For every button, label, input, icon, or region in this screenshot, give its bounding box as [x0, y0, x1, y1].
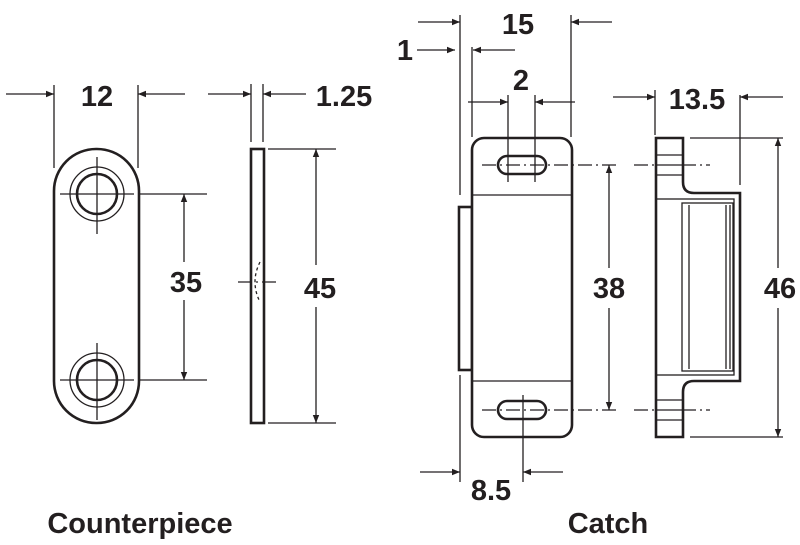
dimension-35: 35: [140, 193, 211, 381]
dimension-8.5: 8.5: [420, 375, 563, 507]
counterpiece-caption: Counterpiece: [47, 508, 232, 540]
dimension-38: 38: [593, 165, 625, 410]
catch-front-view: [457, 136, 710, 439]
dim-label-13.5: 13.5: [669, 84, 725, 116]
catch-side-view: [654, 136, 742, 439]
dimension-1: 1: [397, 35, 515, 137]
dim-label-2: 2: [513, 65, 529, 97]
dimension-45: 45: [268, 148, 336, 424]
counterpiece-front-view: [52, 147, 141, 425]
dimension-2: 2: [468, 65, 575, 182]
dim-label-8.5: 8.5: [471, 475, 511, 507]
dim-label-35: 35: [170, 267, 202, 299]
dim-label-46: 46: [764, 273, 796, 305]
dim-label-45: 45: [304, 273, 336, 305]
counterpiece-side-view: [238, 147, 277, 425]
dim-label-15: 15: [502, 9, 534, 41]
dimension-15: 15: [418, 9, 612, 195]
dim-label-1.25: 1.25: [316, 81, 372, 113]
dimension-12: 12: [6, 81, 185, 168]
dim-label-38: 38: [593, 273, 625, 305]
catch-caption: Catch: [568, 508, 649, 540]
dim-label-1: 1: [397, 35, 413, 67]
dim-label-12: 12: [81, 81, 113, 113]
dimension-13.5: 13.5: [613, 84, 783, 185]
dimension-1.25: 1.25: [208, 81, 372, 142]
dimension-46: 46: [690, 137, 796, 438]
